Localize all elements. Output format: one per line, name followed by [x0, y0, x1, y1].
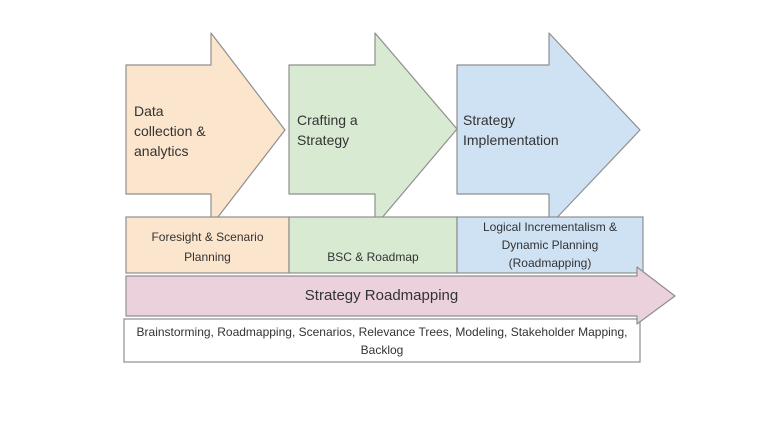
stage-arrow-shape-2: [288, 32, 458, 227]
tools-box-shape: [123, 318, 641, 363]
stage-label-strategy-implementation: Strategy Implementation: [463, 112, 559, 148]
roadmapping-arrow-label: Strategy Roadmapping: [304, 287, 459, 304]
stage-arrow-shape-1: [125, 32, 286, 227]
tools-box-label: Brainstorming, Roadmapping, Scenarios, R…: [136, 324, 628, 357]
stage-label-data-collection: Data collection & analytics: [134, 103, 206, 159]
stage-label-crafting-strategy: Crafting a Strategy: [297, 112, 358, 148]
method-box-shape-2: [288, 216, 458, 274]
method-label-logical-incrementalism: Logical Incrementalism & Dynamic Plannin…: [482, 220, 618, 270]
method-label-foresight-scenario-planning: Foresight & Scenario Planning: [151, 230, 264, 264]
roadmapping-arrow-shape: [125, 266, 676, 325]
method-box-shape-1: [125, 216, 290, 274]
stage-arrow-shape-3: [456, 32, 641, 227]
method-label-bsc-roadmap: BSC & Roadmap: [327, 250, 419, 264]
method-box-shape-3: [456, 216, 644, 274]
